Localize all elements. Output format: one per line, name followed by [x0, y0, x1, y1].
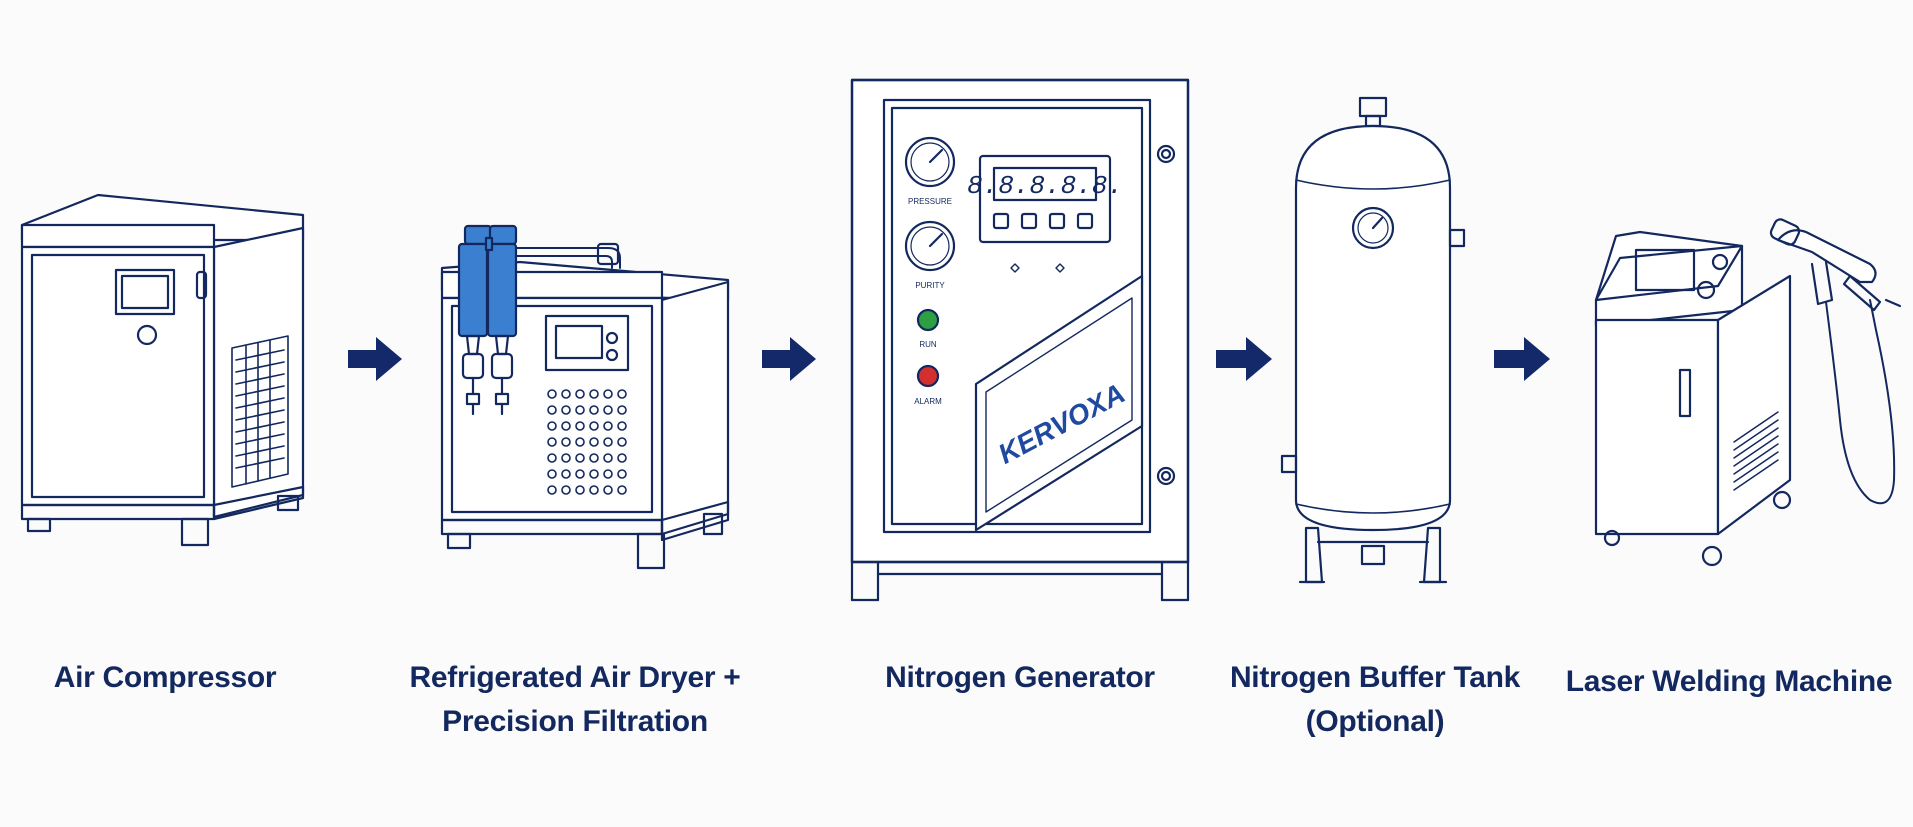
- pressure-gauge-icon: [904, 136, 956, 188]
- alarm-indicator-label: ALARM: [914, 397, 942, 406]
- buffer-tank-icon: [1280, 96, 1466, 584]
- air-dryer-icon: [440, 224, 730, 570]
- generator-display-digits: 8.8.8.8.8.: [967, 171, 1123, 201]
- step-label-air-dryer-line2: Precision Filtration: [442, 705, 708, 738]
- run-indicator-icon: [916, 308, 940, 332]
- alarm-indicator-icon: [916, 364, 940, 388]
- flow-arrows: [348, 337, 1550, 381]
- step-label-buffer-tank: Nitrogen Buffer Tank (Optional): [1225, 656, 1525, 744]
- pressure-gauge-label: PRESSURE: [908, 197, 952, 206]
- nitrogen-generator-icon: [850, 78, 1190, 602]
- purity-gauge-icon: [904, 220, 956, 272]
- step-label-buffer-tank-line1: Nitrogen Buffer Tank: [1229, 661, 1521, 694]
- step-label-air-dryer: Refrigerated Air Dryer + Precision Filtr…: [395, 656, 755, 744]
- step-label-buffer-tank-line2: (Optional): [1305, 705, 1445, 738]
- step-label-air-compressor: Air Compressor: [53, 661, 277, 694]
- laser-welder-icon: [1594, 218, 1902, 567]
- flow-arrow-3: [1216, 337, 1272, 381]
- air-compressor-icon: [20, 193, 305, 547]
- purity-gauge-label: PURITY: [915, 281, 945, 290]
- step-label-air-dryer-line1: Refrigerated Air Dryer +: [409, 661, 741, 694]
- run-indicator-label: RUN: [919, 340, 937, 349]
- flow-arrow-4: [1494, 337, 1550, 381]
- step-label-nitrogen-generator: Nitrogen Generator: [885, 661, 1155, 694]
- flow-arrow-1: [348, 337, 402, 381]
- flow-arrow-2: [762, 337, 816, 381]
- step-label-laser-welder: Laser Welding Machine: [1565, 665, 1893, 698]
